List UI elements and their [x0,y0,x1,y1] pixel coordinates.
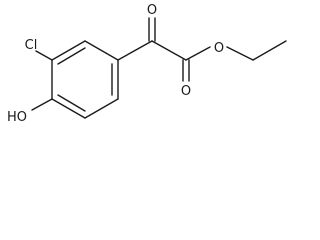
bond-ester-carbon-to-ether-oxygen [185,46,211,61]
ring-double-bond-inner-bottom [57,94,86,112]
bond-ring-to-ketone-carbon [117,40,153,61]
ester-carbonyl-oxygen-label: O [181,84,191,99]
ring-bond-upper-left-to-top [51,40,86,61]
bond-ether-oxygen-to-methylene [226,46,254,61]
ring-bond-bottom-to-lower-left [51,98,86,119]
bond-ring-to-chlorine [35,50,53,61]
ring-bond-top-to-upper-right [84,40,119,61]
chlorine-atom-label: Cl [25,38,38,53]
benzene-ring [51,40,119,119]
ethyl-chloro-hydroxyphenyl-glyoxylate-structure: Cl HO O O O [7,3,287,125]
ketone-oxygen-label: O [147,3,157,18]
ester-ether-oxygen-label: O [214,41,224,56]
ring-double-bond-inner-top [57,47,86,65]
bond-ketone-to-ester-carbon [151,40,187,61]
ring-bond-lower-right-to-bottom [84,98,119,119]
hydroxyl-group-label: HO [7,110,27,125]
bond-ring-to-hydroxyl [31,98,53,111]
bond-methylene-to-methyl [252,40,287,61]
